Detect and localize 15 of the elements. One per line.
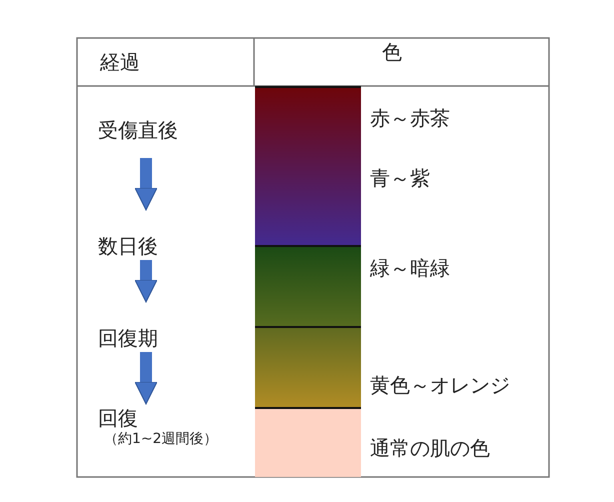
color-label: 赤～赤茶 (370, 106, 450, 130)
down-arrow (134, 352, 158, 404)
column-header: 色 (382, 40, 402, 64)
column-header: 経過 (100, 50, 140, 74)
stage-label: 受傷直後 (98, 118, 178, 142)
color-label: 通常の肌の色 (370, 436, 490, 460)
down-arrow (134, 158, 158, 210)
stage-note: （約1~2週間後） (104, 430, 218, 448)
down-arrow (134, 260, 158, 302)
stage-label: 回復期 (98, 326, 158, 350)
stage-label: 数日後 (98, 234, 158, 258)
color-label: 青～紫 (370, 166, 430, 190)
color-label: 黄色～オレンジ (370, 373, 510, 397)
stage-label: 回復 (98, 406, 139, 430)
color-label: 緑～暗緑 (370, 256, 450, 280)
